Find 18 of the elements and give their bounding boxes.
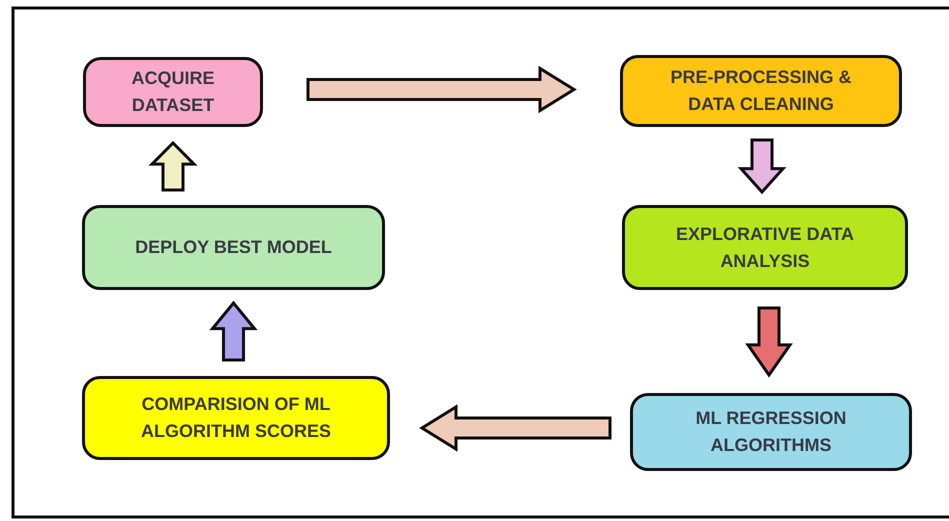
- block-arrow: [745, 306, 793, 378]
- block-arrow: [306, 66, 577, 114]
- step-label: COMPARISION OF ML ALGORITHM SCORES: [140, 393, 332, 443]
- process-box: [622, 205, 908, 290]
- process-box: [620, 55, 902, 127]
- step-label: EXPLORATIVE DATA ANALYSIS: [675, 222, 855, 272]
- step-label: DEPLOY BEST MODEL: [134, 236, 333, 259]
- block-arrow: [209, 300, 258, 362]
- process-box: [82, 376, 390, 460]
- process-box: [630, 393, 912, 471]
- block-arrow: [738, 138, 786, 194]
- block-arrow: [148, 140, 198, 192]
- step-label: ML REGRESSION ALGORITHMS: [694, 407, 848, 457]
- block-arrow: [419, 404, 612, 452]
- process-box: [82, 205, 385, 290]
- step-label: PRE-PROCESSING & DATA CLEANING: [669, 66, 853, 116]
- step-label: ACQUIRE DATASET: [130, 67, 216, 117]
- process-box: [83, 57, 263, 127]
